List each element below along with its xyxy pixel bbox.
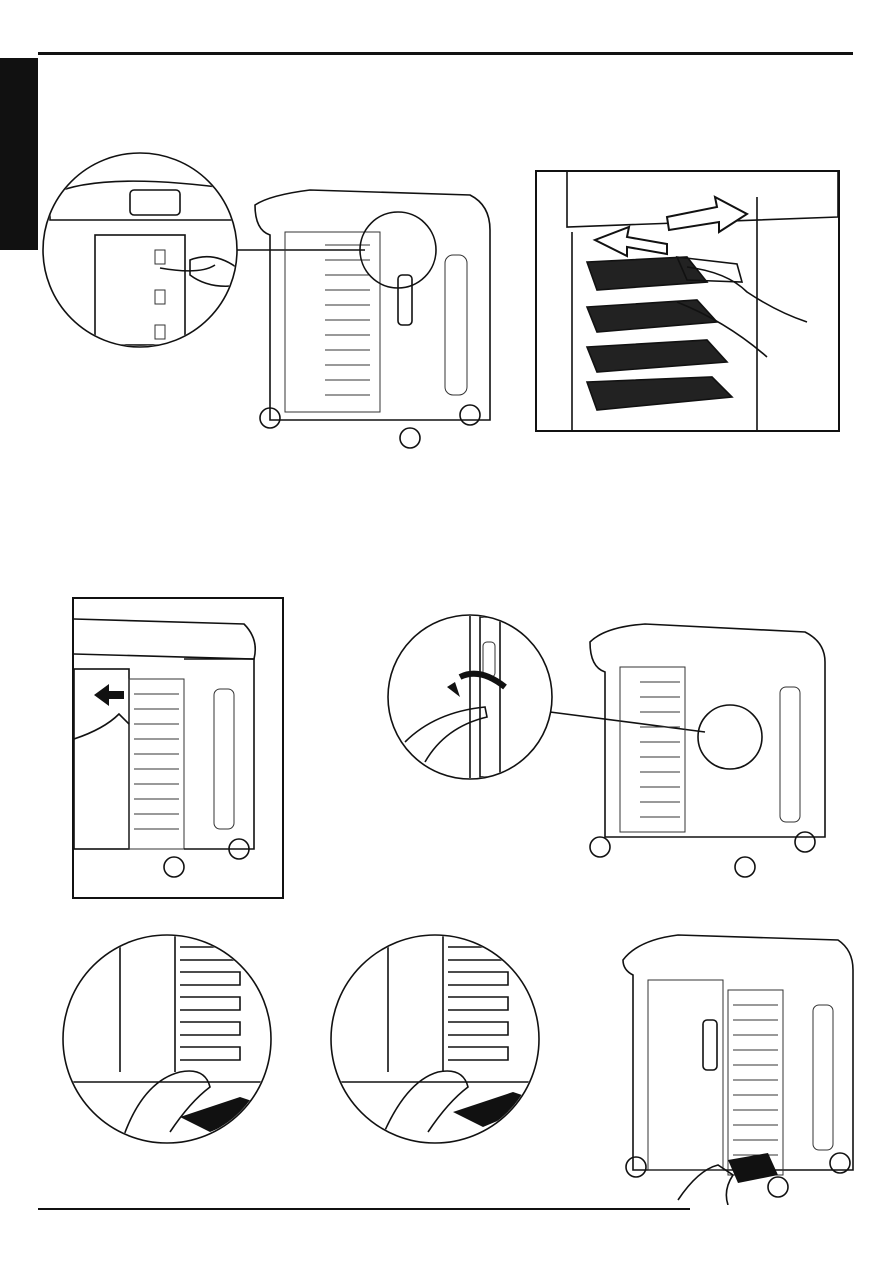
- rotate-arrow-icon: [447, 682, 460, 697]
- section-tab: [0, 58, 38, 250]
- figure-pull-tray: [60, 932, 275, 1147]
- arrow-right-icon: [667, 197, 747, 232]
- figure-tray-slide-out: [535, 170, 840, 432]
- figure-open-door: [72, 597, 284, 899]
- tray-icon: [728, 1153, 778, 1183]
- arrow-left-icon: [94, 684, 124, 706]
- header-rule: [38, 52, 853, 55]
- figure-cart-insert-tray: [618, 925, 858, 1205]
- figure-unlock-key: [385, 612, 830, 884]
- trays: [587, 257, 732, 410]
- arrow-left-icon: [595, 227, 667, 256]
- tray-stack: [325, 245, 370, 395]
- footer-rule: [38, 1208, 690, 1210]
- figure-push-tray: [328, 932, 543, 1147]
- figure-cart-power-outlet: [40, 150, 500, 460]
